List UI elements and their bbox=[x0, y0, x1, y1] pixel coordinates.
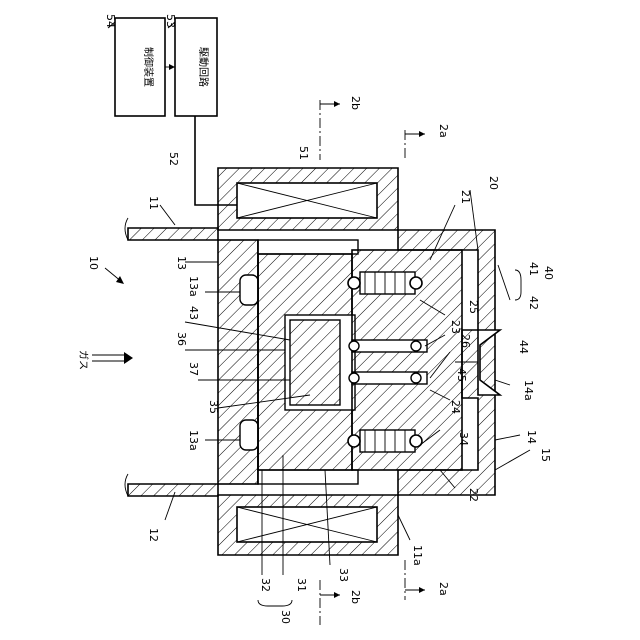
label-32: 32 bbox=[259, 578, 272, 592]
label-13a-bottom: 13a bbox=[187, 430, 200, 451]
label-35: 35 bbox=[207, 400, 220, 414]
label-51: 51 bbox=[297, 146, 310, 160]
label-12: 12 bbox=[147, 528, 160, 542]
label-13a-top: 13a bbox=[187, 276, 200, 297]
pipe-12-wall bbox=[128, 484, 218, 496]
label-40: 40 bbox=[542, 266, 555, 280]
label-30: 30 bbox=[279, 610, 292, 624]
guide-top bbox=[258, 240, 358, 254]
spring-chamber-bottom bbox=[360, 430, 415, 452]
section-mark-2a-top: 2a bbox=[437, 124, 450, 138]
label-41: 41 bbox=[527, 262, 540, 276]
label-33: 33 bbox=[337, 568, 350, 582]
spring-chamber-top bbox=[360, 272, 415, 294]
label-11: 11 bbox=[147, 196, 160, 210]
label-52: 52 bbox=[167, 152, 180, 166]
label-44: 44 bbox=[517, 340, 530, 354]
label-23: 23 bbox=[449, 320, 462, 334]
bracket-30 bbox=[258, 600, 292, 606]
bracket-40 bbox=[515, 270, 521, 300]
gas-label: ガス bbox=[77, 350, 89, 370]
control-device-box bbox=[115, 18, 165, 116]
pipe-11-wall bbox=[128, 228, 218, 240]
valve-core-36 bbox=[290, 320, 340, 405]
label-45: 45 bbox=[455, 368, 468, 382]
seal-13a-top bbox=[240, 275, 258, 305]
label-10: 10 bbox=[87, 256, 100, 270]
label-37: 37 bbox=[187, 362, 200, 376]
label-36: 36 bbox=[175, 332, 188, 346]
guide-bottom bbox=[258, 470, 358, 484]
label-34: 34 bbox=[457, 432, 470, 446]
label-15: 15 bbox=[539, 448, 552, 462]
label-14: 14 bbox=[525, 430, 538, 444]
section-mark-2a-bottom: 2a bbox=[437, 582, 450, 596]
label-43: 43 bbox=[187, 306, 200, 320]
drive-circuit-box bbox=[175, 18, 217, 116]
drive-circuit-label: 駆動回路 bbox=[197, 47, 210, 87]
label-14a: 14a bbox=[522, 380, 535, 401]
label-20: 20 bbox=[487, 176, 500, 190]
seal-13a-bottom bbox=[240, 420, 258, 450]
section-mark-2b-bottom: 2b bbox=[349, 590, 362, 604]
label-31: 31 bbox=[295, 578, 308, 592]
label-26: 26 bbox=[459, 334, 472, 348]
label-11a: 11a bbox=[411, 545, 424, 566]
label-21: 21 bbox=[459, 190, 472, 204]
label-42: 42 bbox=[527, 296, 540, 310]
label-22: 22 bbox=[467, 488, 480, 502]
section-mark-2b-top: 2b bbox=[349, 96, 362, 110]
label-13: 13 bbox=[175, 256, 188, 270]
label-24: 24 bbox=[449, 400, 462, 414]
control-device-label: 制御装置 bbox=[142, 47, 155, 87]
label-25: 25 bbox=[467, 300, 480, 314]
